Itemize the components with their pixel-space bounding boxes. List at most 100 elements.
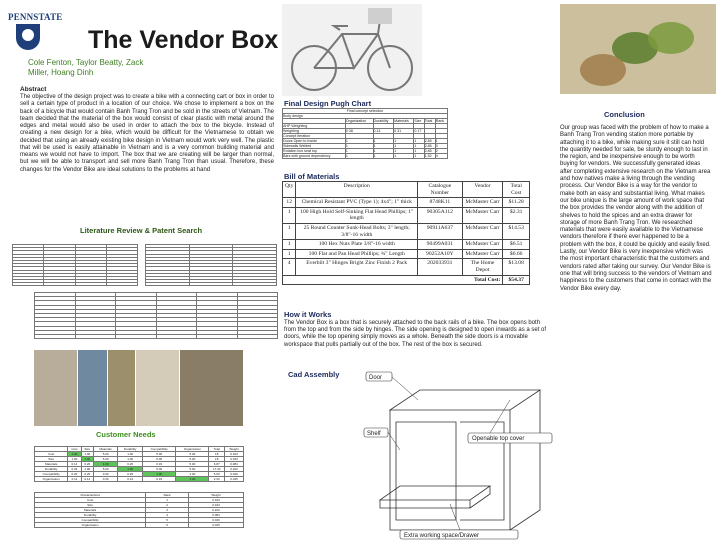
bom-cell: 4 (281, 258, 297, 276)
pugh-cell: 1 (344, 153, 374, 159)
literature-row (34, 333, 278, 340)
street-vendor-photo (560, 4, 716, 94)
bom-cell: 202033931 (417, 258, 463, 276)
pugh-cell: 1 (372, 153, 395, 159)
bom-cell: 12 (281, 197, 297, 208)
bom-column-header: Catalogue Number (417, 180, 463, 199)
literature-cell (43, 282, 76, 287)
bom-cell: 1 (281, 206, 297, 224)
bom-cell: McMaster Carr (461, 222, 504, 241)
bom-cell: $14.53 (502, 222, 530, 241)
bom-cell: 100 Hex Nuts Plate 3/8"-16 width (295, 239, 419, 250)
bom-cell: 1 (281, 239, 297, 250)
cad-label-door: Door (369, 375, 382, 381)
bom-cell: McMaster Carr (461, 239, 504, 250)
pugh-cell: 4 (434, 153, 449, 159)
bom-cell: 90252A10Y (417, 248, 463, 260)
needs-cell: 0.33 (93, 476, 119, 482)
needs-cell: 0.11 (67, 476, 82, 482)
reference-photos (34, 350, 244, 426)
bom-cell: 100 High Hold Self-Sinking Flat Head Phi… (295, 206, 419, 224)
reference-photo (78, 350, 108, 426)
literature-cell (236, 333, 278, 340)
literature-cell (155, 333, 197, 340)
how-it-works-text: The Vendor Box is a box that is securely… (284, 320, 547, 348)
rank-cell: Organization (33, 522, 147, 528)
bom-cell: 90305A112 (417, 206, 463, 224)
reference-photo (136, 350, 180, 426)
pugh-cell: Bars with ground dependency (282, 153, 346, 159)
pugh-chart-heading: Final Design Pugh Chart (284, 99, 372, 108)
literature-heading: Literature Review & Patent Search (80, 226, 203, 235)
bom-cell: McMaster Carr (461, 248, 504, 260)
needs-cell: 0.14 (117, 476, 144, 482)
literature-cell (188, 282, 234, 287)
pugh-cell: 1 (393, 153, 415, 159)
literature-row (11, 282, 139, 287)
authors: Cole Fenton, Taylor Beatty, Zack Miller,… (28, 58, 143, 78)
conclusion-text: Our group was faced with the problem of … (560, 125, 712, 292)
bom-cell: 25 Round Counter Sunk-Head Bolts; 3" len… (295, 222, 419, 241)
needs-cell: 0.045 (224, 476, 244, 482)
needs-cell: 0.33 (142, 476, 177, 482)
needs-cell: 0.14 (80, 476, 95, 482)
literature-cell (105, 282, 139, 287)
literature-cell (232, 282, 277, 287)
poster-title: The Vendor Box (88, 26, 279, 54)
pugh-cell: 1 (413, 153, 425, 159)
pugh-row: Concept iteration (282, 133, 449, 139)
bom-total-label: Total Cost: (462, 274, 504, 286)
literature-cell (74, 282, 107, 287)
needs-cell: Organization (33, 476, 69, 482)
bom-cell: 90499A031 (417, 239, 463, 250)
produce-basket-shape (648, 22, 694, 54)
literature-cell (74, 333, 116, 340)
cad-assembly-drawing: Door Shelf Openable top cover Extra work… (363, 371, 553, 540)
reference-photo (180, 350, 244, 426)
bom-column-header: Vendor (461, 180, 504, 199)
literature-table-2 (145, 243, 277, 287)
authors-line-2: Miller, Hoang Dinh (28, 68, 94, 77)
bom-cell: The Home Depot (461, 258, 504, 276)
pugh-chart-table: Final concept selection Body design Orga… (282, 108, 449, 159)
bom-cell: 1 (281, 248, 297, 260)
reference-photo (108, 350, 136, 426)
literature-cell (34, 333, 76, 340)
bom-column-header: Description (295, 180, 419, 199)
needs-cell: 2.33 (208, 476, 226, 482)
authors-line-1: Cole Fenton, Taylor Beatty, Zack (28, 58, 144, 67)
bom-total-value: $54.37 (502, 274, 530, 286)
literature-cell (11, 282, 45, 287)
literature-cell (145, 282, 190, 287)
bom-cell: 8748K11 (417, 197, 463, 208)
reference-photo (34, 350, 78, 426)
needs-cell: 1.00 (175, 476, 210, 482)
bom-cell: $11.28 (502, 197, 530, 208)
rank-cell: 0.045 (188, 522, 244, 528)
bom-cell: $6.51 (502, 239, 530, 250)
bom-cell: $13.08 (502, 258, 530, 276)
bom-cell: 100 Flat and Pan Head Phillips; ¾" Lengt… (295, 248, 419, 260)
abstract-heading: Abstract (20, 86, 47, 93)
customer-needs-heading: Customer Needs (96, 430, 156, 439)
literature-table-1 (11, 243, 139, 287)
conclusion-heading: Conclusion (604, 110, 645, 119)
shield-icon (16, 24, 40, 50)
bom-cell: 1 (281, 222, 297, 241)
cad-label-shelf: Shelf (367, 431, 381, 437)
cad-label-top-cover: Openable top cover (472, 436, 524, 442)
rank-cell: 6 (145, 522, 190, 528)
bom-cell: 90911A637 (417, 222, 463, 241)
